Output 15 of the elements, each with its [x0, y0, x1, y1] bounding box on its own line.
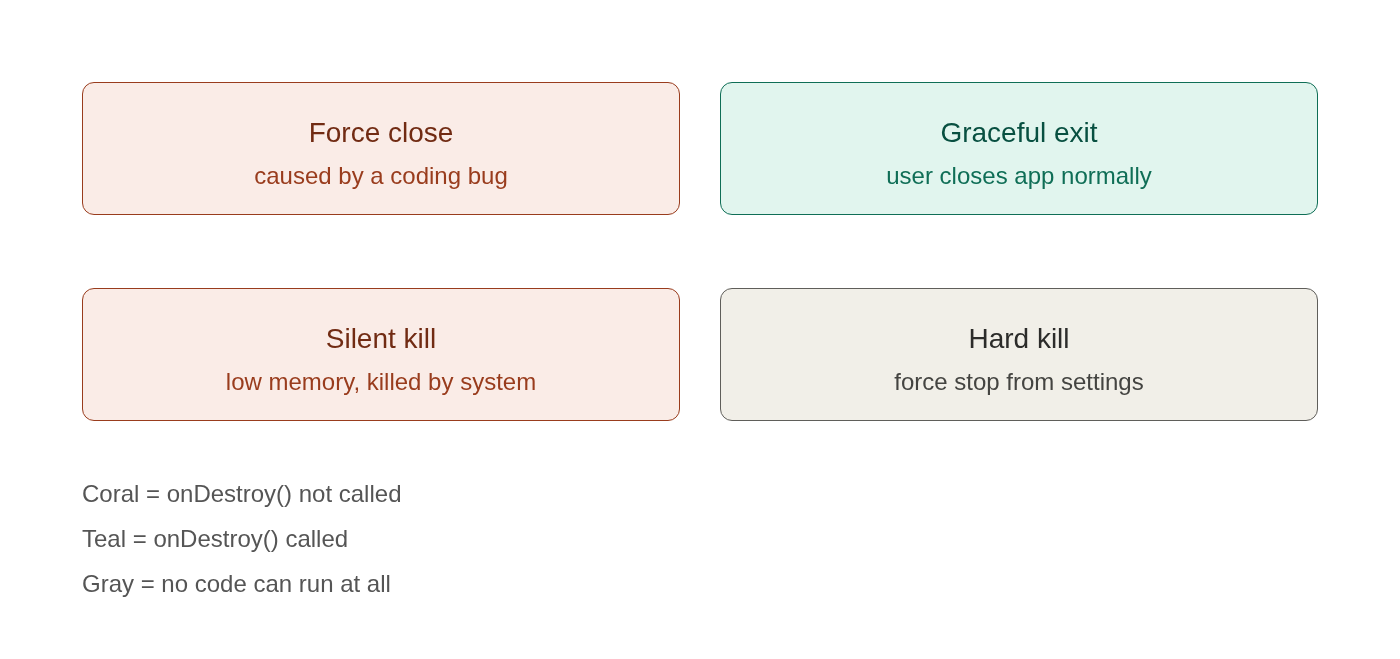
card-title: Silent kill [325, 323, 437, 355]
category-card [82, 82, 680, 215]
category-card [720, 82, 1318, 215]
card-title: Force close [308, 117, 454, 149]
legend-note: Gray = no code can run at all [82, 570, 391, 598]
legend-note: Coral = onDestroy() not called [82, 480, 402, 508]
card-title: Hard kill [968, 323, 1070, 355]
category-card [82, 288, 680, 421]
legend-note: Teal = onDestroy() called [82, 525, 349, 553]
card-subtitle: low memory, killed by system [225, 368, 537, 396]
card-subtitle: force stop from settings [894, 368, 1144, 396]
card-subtitle: user closes app normally [886, 162, 1152, 190]
category-card [720, 288, 1318, 421]
card-title: Graceful exit [940, 117, 1098, 149]
card-subtitle: caused by a coding bug [254, 162, 508, 190]
